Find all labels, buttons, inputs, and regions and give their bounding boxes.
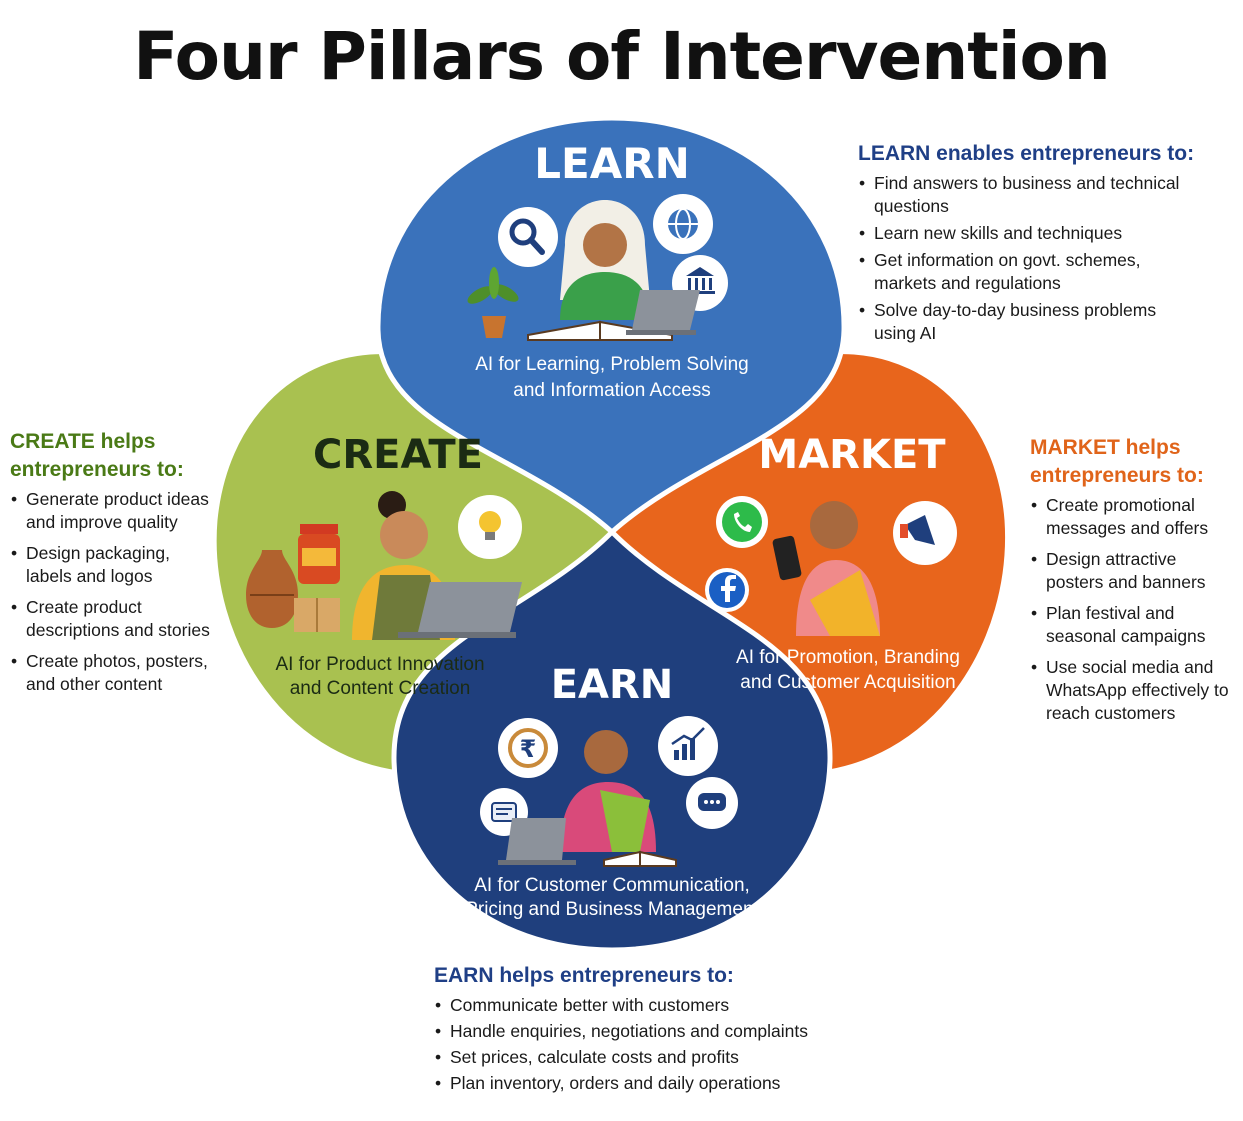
list-item: Design packaging, labels and logos bbox=[11, 542, 220, 588]
earn-panel: EARN helps entrepreneurs to: Communicate… bbox=[434, 962, 874, 1098]
create-panel-heading: CREATE helps entrepreneurs to: bbox=[10, 428, 220, 484]
svg-text:₹: ₹ bbox=[520, 735, 537, 763]
list-item: Get information on govt. schemes, market… bbox=[859, 249, 1198, 295]
create-panel: CREATE helps entrepreneurs to: Generate … bbox=[10, 428, 220, 704]
list-item: Communicate better with customers bbox=[435, 994, 874, 1017]
vase-icon bbox=[246, 550, 298, 628]
learn-panel-heading: LEARN enables entrepreneurs to: bbox=[858, 140, 1198, 168]
earn-panel-heading: EARN helps entrepreneurs to: bbox=[434, 962, 874, 990]
market-pillar-title: MARKET bbox=[758, 432, 946, 478]
laptop-icon bbox=[626, 290, 700, 335]
list-item: Create product descriptions and stories bbox=[11, 596, 220, 642]
market-panel-list: Create promotional messages and offers D… bbox=[1030, 494, 1230, 725]
laptop-icon bbox=[398, 582, 522, 638]
learn-subtitle-line-2: and Information Access bbox=[513, 380, 711, 401]
laptop-icon bbox=[498, 818, 576, 865]
learn-panel-keyword: LEARN bbox=[858, 142, 931, 165]
earn-panel-keyword: EARN bbox=[434, 964, 494, 987]
create-subtitle-line-2: and Content Creation bbox=[290, 678, 471, 699]
page-title: Four Pillars of Intervention bbox=[133, 18, 1111, 95]
learn-pillar-title: LEARN bbox=[534, 139, 689, 188]
create-subtitle-line-1: AI for Product Innovation bbox=[275, 654, 484, 675]
create-panel-list: Generate product ideas and improve quali… bbox=[10, 488, 220, 696]
list-item: Handle enquiries, negotiations and compl… bbox=[435, 1020, 874, 1043]
globe-icon bbox=[653, 194, 713, 254]
earn-panel-heading-rest: helps entrepreneurs to: bbox=[493, 964, 734, 987]
list-item: Learn new skills and techniques bbox=[859, 222, 1198, 245]
plant-icon bbox=[467, 267, 519, 338]
market-subtitle-line-2: and Customer Acquisition bbox=[740, 672, 955, 693]
magnifier-icon bbox=[498, 207, 558, 267]
megaphone-icon bbox=[893, 501, 957, 565]
create-pillar-title: CREATE bbox=[313, 432, 483, 478]
list-item: Generate product ideas and improve quali… bbox=[11, 488, 220, 534]
box-icon bbox=[294, 598, 340, 632]
jar-icon bbox=[298, 524, 340, 584]
list-item: Design attractive posters and banners bbox=[1031, 548, 1230, 594]
learn-panel-heading-rest: enables entrepreneurs to: bbox=[930, 142, 1195, 165]
list-item: Create photos, posters, and other conten… bbox=[11, 650, 220, 696]
facebook-icon bbox=[705, 568, 749, 612]
list-item: Set prices, calculate costs and profits bbox=[435, 1046, 874, 1069]
rupee-icon: ₹ bbox=[498, 718, 558, 778]
growth-chart-icon bbox=[658, 716, 718, 776]
market-panel: MARKET helps entrepreneurs to: Create pr… bbox=[1030, 434, 1230, 733]
list-item: Create promotional messages and offers bbox=[1031, 494, 1230, 540]
book-icon bbox=[603, 850, 677, 867]
market-panel-keyword: MARKET bbox=[1030, 436, 1120, 459]
create-panel-heading-rest: helps entrepreneurs to: bbox=[10, 430, 184, 481]
list-item: Use social media and WhatsApp effectivel… bbox=[1031, 656, 1230, 725]
list-item: Solve day-to-day business problems using… bbox=[859, 299, 1198, 345]
list-item: Find answers to business and technical q… bbox=[859, 172, 1198, 218]
market-panel-heading-rest: helps entrepreneurs to: bbox=[1030, 436, 1204, 487]
earn-subtitle-line-2: Pricing and Business Management bbox=[465, 899, 759, 920]
market-subtitle-line-1: AI for Promotion, Branding bbox=[736, 647, 960, 668]
earn-woman-figure bbox=[560, 730, 656, 852]
earn-subtitle-line-1: AI for Customer Communication, bbox=[474, 875, 750, 896]
learn-woman-figure bbox=[560, 200, 650, 320]
market-woman-figure bbox=[796, 501, 880, 636]
phone-icon bbox=[772, 535, 802, 581]
chat-icon bbox=[686, 777, 738, 829]
earn-panel-list: Communicate better with customers Handle… bbox=[434, 994, 874, 1095]
whatsapp-icon bbox=[716, 496, 768, 548]
create-panel-keyword: CREATE bbox=[10, 430, 95, 453]
lightbulb-icon bbox=[458, 495, 522, 559]
learn-panel-list: Find answers to business and technical q… bbox=[858, 172, 1198, 345]
earn-pillar-title: EARN bbox=[551, 662, 674, 708]
list-item: Plan festival and seasonal campaigns bbox=[1031, 602, 1230, 648]
learn-panel: LEARN enables entrepreneurs to: Find ans… bbox=[858, 140, 1198, 349]
market-panel-heading: MARKET helps entrepreneurs to: bbox=[1030, 434, 1230, 490]
list-item: Plan inventory, orders and daily operati… bbox=[435, 1072, 874, 1095]
learn-subtitle-line-1: AI for Learning, Problem Solving bbox=[475, 354, 749, 375]
